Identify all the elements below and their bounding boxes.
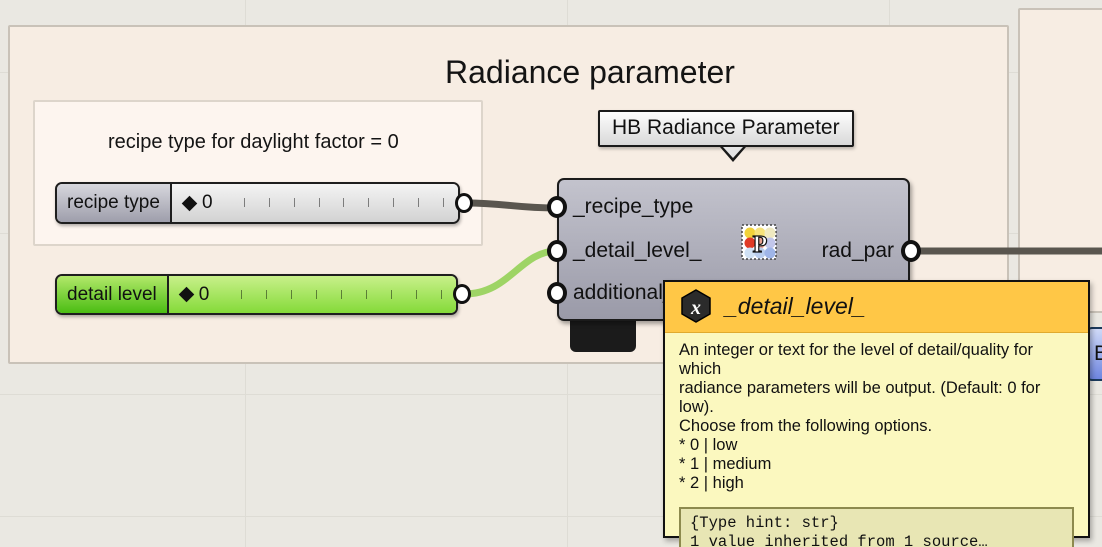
slider-recipe-type-value: 0: [201, 192, 213, 213]
tooltip-line: Choose from the following options.: [679, 417, 933, 435]
slider-ticks: [243, 198, 444, 208]
slider-recipe-type-output-port[interactable]: [455, 193, 473, 213]
component-nickname-bubble[interactable]: HB Radiance Parameter: [598, 110, 854, 147]
component-output-rad-par[interactable]: rad_par: [821, 239, 894, 262]
slider-detail-level-output-port[interactable]: [453, 284, 471, 304]
slider-detail-level-value: 0: [198, 283, 210, 305]
group-title-outer: Radiance parameter: [445, 54, 735, 90]
slider-handle-icon[interactable]: [178, 286, 195, 303]
tooltip-line: radiance parameters will be output. (Def…: [679, 379, 1041, 416]
ghpython-hexagon-icon: x: [681, 289, 711, 323]
component-port-rad-par[interactable]: [901, 240, 921, 262]
slider-handle-icon[interactable]: [181, 195, 198, 211]
component-input-recipe-type[interactable]: _recipe_type: [573, 195, 694, 218]
tooltip-header: x _detail_level_: [665, 282, 1088, 333]
slider-recipe-type-label: recipe type: [57, 184, 172, 222]
component-port-detail-level[interactable]: [547, 240, 567, 262]
honeybee-radiance-parameter-icon: P: [741, 224, 777, 260]
tooltip-line: * 1 | medium: [679, 455, 772, 473]
bubble-tail-icon: [720, 147, 746, 162]
tooltip-line: An integer or text for the level of deta…: [679, 341, 1034, 378]
tooltip-code-line: {Type hint: str}: [690, 514, 839, 532]
tooltip-detail-level: x _detail_level_ An integer or text for …: [663, 280, 1090, 547]
slider-ticks: [240, 289, 442, 300]
svg-text:P: P: [753, 232, 768, 258]
grid-line-horizontal: [0, 516, 1102, 517]
tooltip-line: * 0 | low: [679, 436, 738, 454]
tooltip-description: An integer or text for the level of deta…: [665, 333, 1088, 497]
tooltip-icon-glyph: x: [690, 297, 701, 319]
slider-detail-level-track[interactable]: 0: [168, 276, 456, 313]
tooltip-line: * 2 | high: [679, 474, 744, 492]
group-title-inner: recipe type for daylight factor = 0: [108, 131, 399, 153]
tooltip-code-line: 1 value inherited from 1 source…: [690, 533, 988, 547]
component-port-additional-par[interactable]: [547, 282, 567, 304]
component-input-detail-level[interactable]: _detail_level_: [573, 239, 702, 262]
slider-detail-level-label: detail level: [57, 276, 169, 313]
group-right-clipped[interactable]: [1018, 8, 1102, 313]
slider-detail-level[interactable]: detail level 0: [55, 274, 458, 315]
grid-line-horizontal: [0, 394, 1102, 395]
tooltip-code-box: {Type hint: str} 1 value inherited from …: [679, 507, 1074, 547]
slider-recipe-type[interactable]: recipe type 0: [55, 182, 460, 224]
component-shadow: [570, 318, 636, 352]
tooltip-title: _detail_level_: [725, 292, 866, 319]
group-recipe-type[interactable]: [33, 100, 483, 246]
slider-recipe-type-track[interactable]: 0: [171, 184, 458, 222]
component-port-recipe-type[interactable]: [547, 196, 567, 218]
